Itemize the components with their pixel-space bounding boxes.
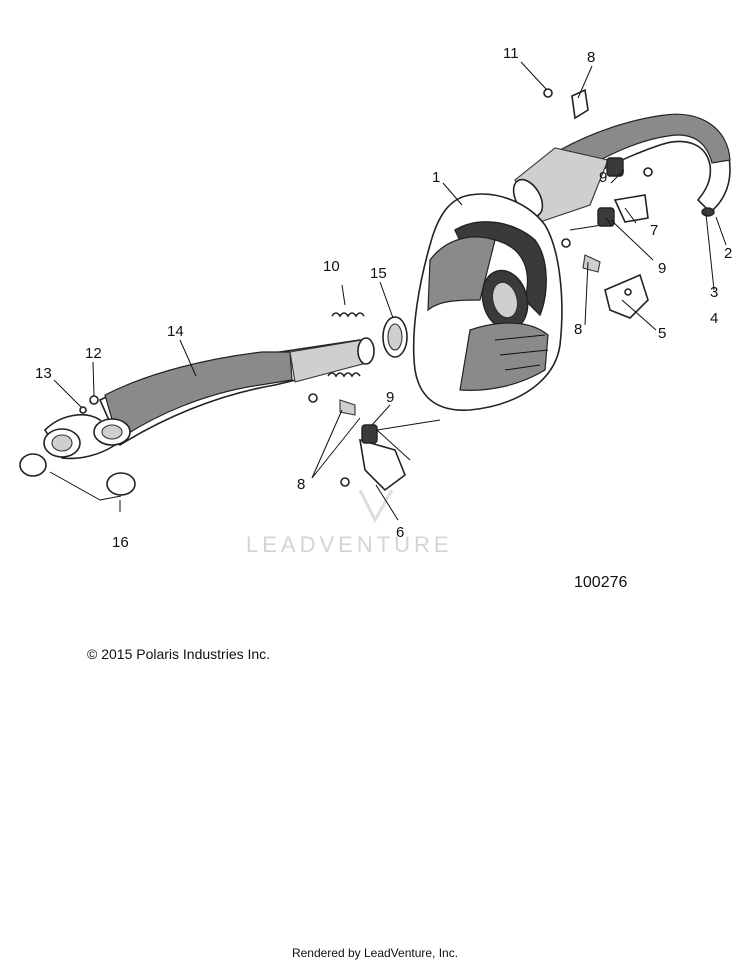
fastener-lower (308, 393, 318, 403)
bracket-7 (606, 157, 649, 223)
callout-6: 6 (396, 524, 404, 541)
fastener-mid (561, 238, 571, 248)
callout-8-mid: 8 (574, 321, 582, 338)
callout-12: 12 (85, 345, 102, 362)
callout-15: 15 (370, 265, 387, 282)
callout-7: 7 (650, 222, 658, 239)
seal-ring-inner (387, 323, 403, 351)
washer-13 (79, 406, 87, 414)
muffler (412, 193, 603, 411)
callout-11: 11 (503, 45, 519, 62)
callout-9-mid: 9 (658, 260, 666, 277)
nut-12 (89, 395, 99, 405)
callout-2: 2 (724, 245, 732, 262)
spring-upper (331, 312, 365, 318)
callout-16: 16 (112, 534, 129, 551)
fastener-7 (643, 167, 653, 177)
callout-1: 1 (432, 169, 440, 186)
bracket-6 (339, 399, 406, 492)
watermark: LEADVENTURE (246, 532, 453, 557)
callout-3: 3 (710, 284, 718, 301)
callout-14: 14 (167, 323, 184, 340)
mid-pipe (43, 337, 375, 460)
fastener-6 (340, 477, 350, 487)
copyright-notice: © 2015 Polaris Industries Inc. (87, 646, 271, 662)
callout-9-upper: 9 (599, 169, 607, 186)
callout-9-lower: 9 (386, 389, 394, 406)
spring-lower (327, 372, 361, 378)
gasket-left (19, 453, 47, 477)
watermark-logo-icon (358, 489, 394, 524)
callout-8-top: 8 (587, 49, 595, 66)
callout-13: 13 (35, 365, 52, 382)
fastener-11 (543, 88, 553, 98)
exhaust-parts-diagram: LEADVENTURE (19, 45, 732, 557)
callout-10: 10 (323, 258, 340, 275)
gasket-right (106, 472, 136, 496)
callout-4: 4 (710, 310, 718, 327)
callout-8-lower: 8 (297, 476, 305, 493)
leader-lines (49, 61, 727, 521)
rendered-by-credit: Rendered by LeadVenture, Inc. (291, 946, 459, 960)
callout-5: 5 (658, 325, 666, 342)
diagram-number: 100276 (574, 574, 628, 591)
callout-labels: 11 8 1 9 7 2 9 3 4 8 5 10 15 14 12 13 9 … (35, 45, 732, 551)
